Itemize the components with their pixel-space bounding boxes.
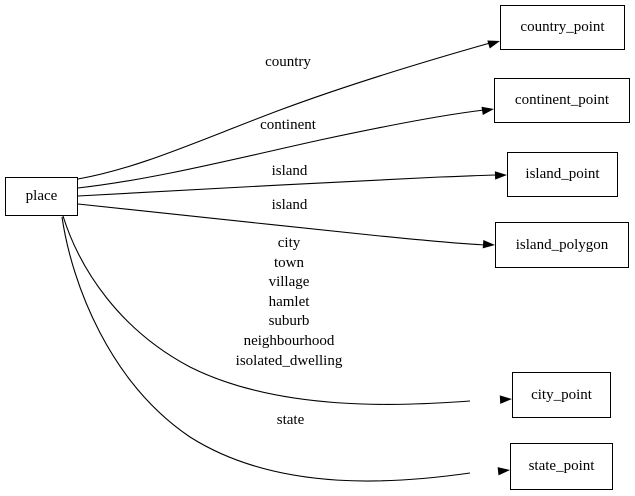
edge-label-continent: continent xyxy=(260,117,316,133)
edge-city-arrowhead xyxy=(499,395,512,404)
node-continent-point[interactable]: continent_point xyxy=(494,78,630,123)
node-island-polygon[interactable]: island_polygon xyxy=(495,222,629,268)
node-state-point[interactable]: state_point xyxy=(510,443,613,490)
edge-city xyxy=(62,215,471,405)
node-city-point[interactable]: city_point xyxy=(512,372,611,418)
edge-label-island-point: island xyxy=(271,163,308,179)
node-country-point[interactable]: country_point xyxy=(500,5,625,50)
edge-label-state: state xyxy=(276,412,305,428)
edge-island-point-arrowhead xyxy=(494,171,507,180)
node-place[interactable]: place xyxy=(5,177,78,216)
edge-label-city: city town village hamlet suburb neighbou… xyxy=(235,235,343,369)
node-island-point[interactable]: island_point xyxy=(507,152,618,197)
edge-label-country: country xyxy=(265,54,311,70)
edge-country xyxy=(77,42,491,180)
edge-state-arrowhead xyxy=(497,467,510,476)
edge-continent-arrowhead xyxy=(481,106,494,116)
edge-country-arrowhead xyxy=(487,40,500,49)
edge-island-point xyxy=(77,174,498,197)
edge-label-island-polygon: island xyxy=(271,197,308,213)
edge-island-polygon xyxy=(77,203,486,246)
edge-state xyxy=(61,216,471,482)
edge-island-polygon-arrowhead xyxy=(482,239,495,249)
edge-continent xyxy=(77,109,485,189)
